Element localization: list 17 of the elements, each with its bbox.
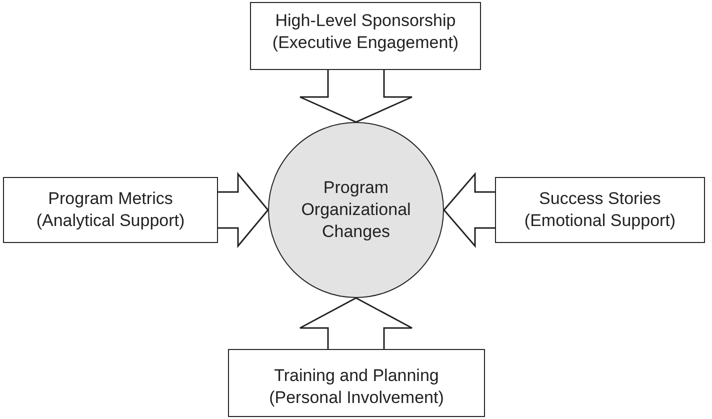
node-text: (Executive Engagement) (272, 32, 459, 54)
node-text: Program Metrics (48, 188, 173, 210)
node-text: (Personal Involvement) (269, 387, 444, 409)
block-arrow (299, 297, 413, 352)
text-box (250, 2, 481, 70)
text-box (228, 349, 485, 417)
node-text: Program Organizational Changes (301, 176, 411, 244)
text-box (3, 177, 218, 243)
text-box (495, 177, 705, 243)
block-arrow (299, 68, 413, 123)
block-arrow (216, 172, 269, 248)
node-text: High-Level Sponsorship (275, 10, 456, 32)
block-arrow (443, 172, 498, 248)
node-text: Training and Planning (274, 364, 439, 387)
node-text: (Analytical Support) (36, 210, 185, 232)
node-text: (Emotional Support) (524, 210, 676, 232)
node-text: Success Stories (539, 188, 661, 210)
